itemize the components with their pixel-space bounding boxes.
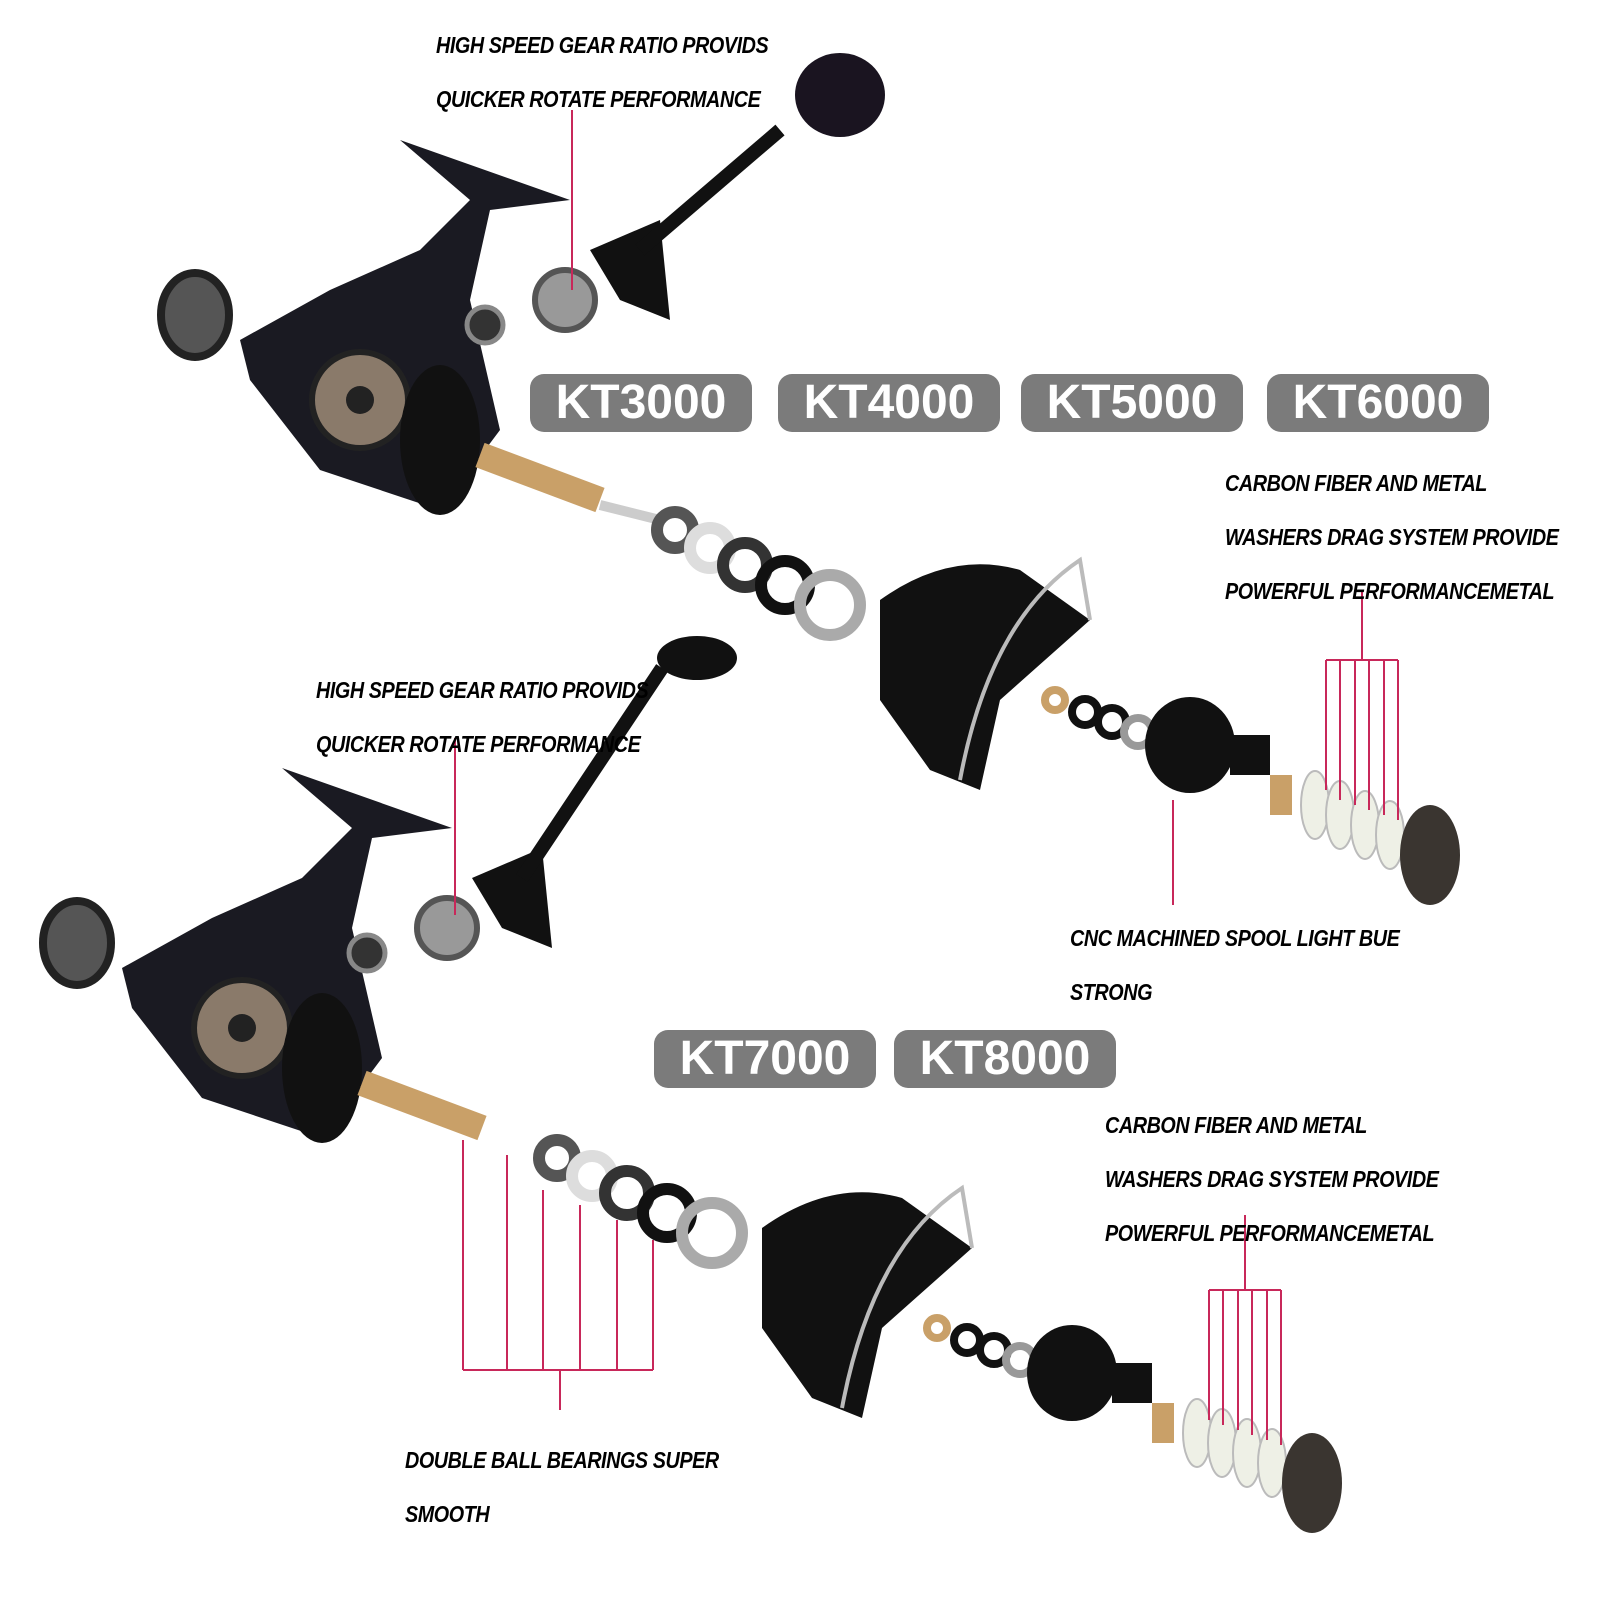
- drag-callout-top-line1: CARBON FIBER AND METAL: [1225, 470, 1487, 496]
- spool-callout-line1: CNC MACHINED SPOOL LIGHT BUE: [1070, 925, 1400, 951]
- gear-callout-bottom-line2: QUICKER ROTATE PERFORMANCE: [316, 731, 641, 757]
- model-badge-kt4000: KT4000: [778, 374, 1000, 432]
- model-badge-kt8000: KT8000: [894, 1030, 1116, 1088]
- drag-callout-top-line3: POWERFUL PERFORMANCEMETAL: [1225, 578, 1555, 604]
- reel-top: [157, 53, 1460, 905]
- drag-callout-bottom-line2: WASHERS DRAG SYSTEM PROVIDE: [1105, 1166, 1439, 1192]
- gear-callout-bottom-line1: HIGH SPEED GEAR RATIO PROVIDS: [316, 677, 649, 703]
- callout-lines: [454, 110, 1399, 1445]
- model-badge-kt5000: KT5000: [1021, 374, 1243, 432]
- model-badge-kt3000: KT3000: [530, 374, 752, 432]
- gear-callout-top-line2: QUICKER ROTATE PERFORMANCE: [436, 86, 761, 112]
- gear-callout-top-line1: HIGH SPEED GEAR RATIO PROVIDS: [436, 32, 769, 58]
- bearings-callout-line2: SMOOTH: [405, 1501, 490, 1527]
- reel-bottom: [39, 636, 1342, 1533]
- drag-callout-bottom-line1: CARBON FIBER AND METAL: [1105, 1112, 1367, 1138]
- model-badge-kt7000: KT7000: [654, 1030, 876, 1088]
- drag-callout-top-line2: WASHERS DRAG SYSTEM PROVIDE: [1225, 524, 1559, 550]
- bearings-callout-line1: DOUBLE BALL BEARINGS SUPER: [405, 1447, 719, 1473]
- drag-callout-bottom-line3: POWERFUL PERFORMANCEMETAL: [1105, 1220, 1435, 1246]
- model-badge-kt6000: KT6000: [1267, 374, 1489, 432]
- spool-callout-line2: STRONG: [1070, 979, 1153, 1005]
